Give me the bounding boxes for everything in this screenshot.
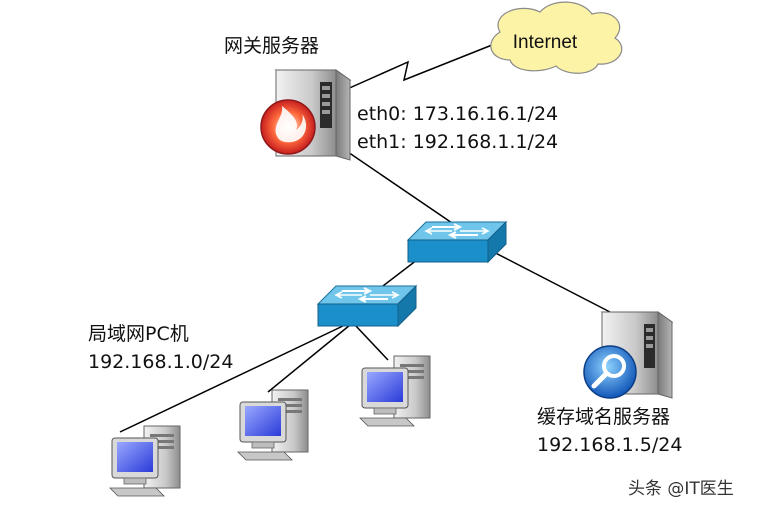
lan-pc-2-icon bbox=[237, 389, 309, 461]
link-switch2-pc3 bbox=[354, 324, 389, 361]
gateway-title: 网关服务器 bbox=[224, 35, 320, 57]
link-gateway-internet bbox=[344, 44, 493, 91]
lan-subnet-label: 192.168.1.0/24 bbox=[88, 351, 234, 373]
gateway-eth0-label: eth0: 173.16.16.1/24 bbox=[357, 103, 559, 125]
connection-lines bbox=[119, 44, 611, 433]
lan-pc-3-icon bbox=[359, 355, 431, 427]
switch-lower-icon bbox=[317, 285, 417, 327]
link-switch2-pc2 bbox=[267, 324, 351, 393]
link-switch2-pc1 bbox=[119, 324, 346, 433]
gateway-server-icon bbox=[260, 69, 352, 161]
switch-upper-icon bbox=[407, 221, 507, 263]
cache-dns-ip-label: 192.168.1.5/24 bbox=[537, 434, 683, 456]
gateway-eth1-label: eth1: 192.168.1.1/24 bbox=[357, 131, 559, 153]
cache-dns-title: 缓存域名服务器 bbox=[537, 406, 671, 428]
link-gateway-switch1 bbox=[344, 149, 456, 226]
lan-pc-1-icon bbox=[109, 425, 181, 497]
internet-label: Internet bbox=[513, 32, 578, 53]
lan-title: 局域网PC机 bbox=[88, 323, 189, 345]
search-icon bbox=[583, 345, 637, 399]
link-switch1-cache-dns bbox=[479, 244, 611, 313]
firewall-icon bbox=[260, 99, 316, 155]
internet-cloud: Internet bbox=[490, 1, 623, 74]
cache-dns-server-icon bbox=[583, 311, 674, 399]
watermark: 头条 @IT医生 bbox=[628, 479, 734, 499]
